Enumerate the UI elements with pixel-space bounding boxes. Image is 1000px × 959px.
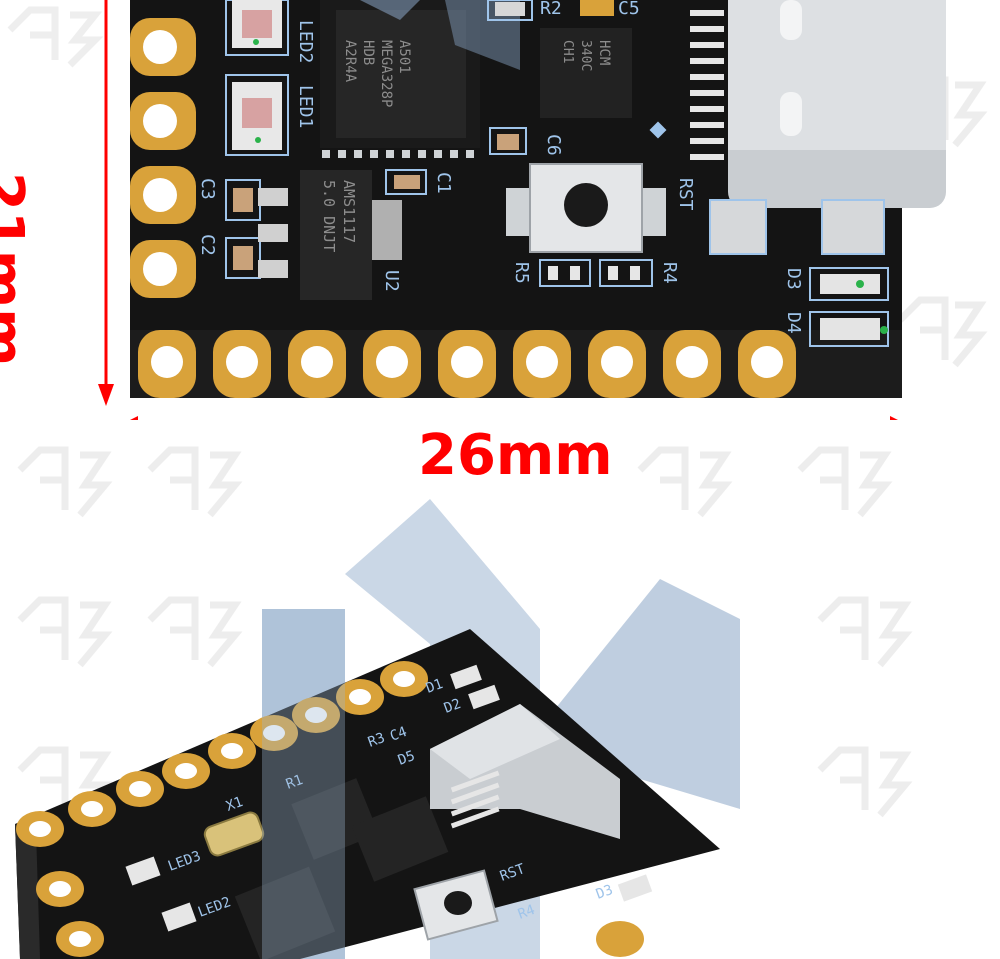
silk-d3-bottom: D3 [594,882,615,903]
bottom-section: LED3 LED2 RST D1 D2 D3 R3 C4 D5 X1 R1 R4 [15,499,740,959]
silk-r4: R4 [659,262,680,284]
silk-u2: U2 [381,270,402,292]
silk-c2: C2 [197,234,218,256]
silk-d3: D3 [783,268,804,290]
silk-d4: D4 [783,312,804,334]
usb-c-connector [690,0,946,255]
silk-d5: D5 [396,748,417,769]
dimension-lines [98,0,898,420]
mcu-line-2: MEGA328P [378,40,394,107]
silk-led2: LED2 [295,20,316,63]
mcu-line-1: A501 [396,40,412,74]
ch340-line-3: CH1 [560,40,575,63]
mcu-line-4: A2R4A [342,40,358,83]
silk-d1: D1 [424,676,445,697]
angled-pcb: LED3 LED2 RST D1 D2 D3 R3 C4 D5 X1 R1 R4 [15,629,720,959]
left-pads [130,18,196,298]
silk-r4-bottom: R4 [516,902,537,923]
silk-rst: RST [675,178,696,211]
led-d4 [809,311,889,347]
silk-d2: D2 [442,696,463,717]
led-top-1 [225,0,289,56]
reg-line-2: 5.0 DNJT [320,180,338,252]
reset-button [506,163,666,253]
height-dimension-label: 21mm [0,172,35,367]
led-d3 [809,267,889,301]
silk-c1: C1 [433,172,454,194]
ch340-line-2: 340C [578,40,593,71]
silk-x1: X1 [224,794,245,815]
silk-r1: R1 [284,772,305,793]
silk-c6: C6 [543,134,564,156]
silk-r2: R2 [540,0,562,19]
silk-c3: C3 [197,178,218,200]
mcu-chip: A501 MEGA328P HDB A2R4A [320,0,480,158]
silk-c4: C4 [388,724,409,745]
led-top-2 [225,74,289,156]
silk-r3: R3 [366,730,387,751]
usb-serial-chip: HCM 340C CH1 [540,28,632,118]
bottom-pads [138,330,796,398]
reg-line-1: AMS1117 [340,180,358,243]
regulator: AMS1117 5.0 DNJT [258,170,402,300]
silk-led1: LED1 [295,85,316,128]
silk-c5: C5 [618,0,640,19]
top-board: LED2 LED1 A501 MEGA328P HDB A2R4A HCM [98,0,946,420]
ch340-line-1: HCM [596,40,612,65]
smd-parts [225,0,653,287]
silk-r5: R5 [511,262,532,284]
mcu-line-3: HDB [360,40,376,65]
width-dimension-label: 26mm [418,423,613,488]
